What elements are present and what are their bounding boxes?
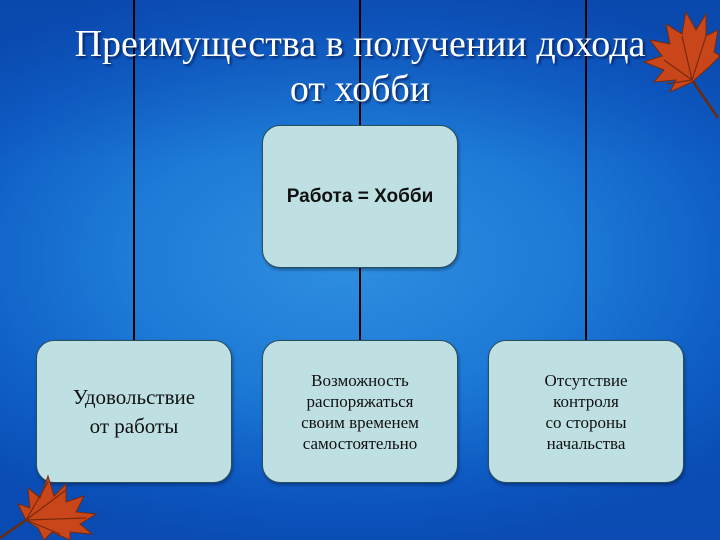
node-time-control: Возможность распоряжаться своим временем… [262, 340, 458, 483]
node-mid-line: самостоятельно [302, 433, 418, 453]
node-no-supervision: Отсутствие контроля со стороны начальств… [488, 340, 684, 483]
node-work-equals-hobby: Работа = Хобби [262, 125, 458, 268]
node-right-line: контроля [553, 391, 619, 411]
autumn-leaf-icon [642, 10, 720, 119]
node-left-line: Удовольствие [72, 384, 196, 409]
node-mid-line: Возможность [311, 370, 409, 390]
node-right-line: Отсутствие [544, 370, 628, 390]
node-mid-line: распоряжаться [306, 391, 414, 411]
title-line-1: Преимущества в получении дохода [74, 23, 646, 65]
autumn-leaf-icon [0, 474, 98, 540]
title-line-2: от хобби [289, 68, 431, 110]
node-mid-line: своим временем [301, 412, 419, 432]
node-right-line: начальства [546, 433, 626, 453]
node-top-label: Работа = Хобби [286, 185, 434, 207]
slide-title: Преимущества в получении дохода от хобби [40, 22, 680, 112]
node-left-line: от работы [89, 413, 179, 438]
node-enjoyment: Удовольствие от работы [36, 340, 232, 483]
node-right-line: со стороны [545, 412, 627, 432]
